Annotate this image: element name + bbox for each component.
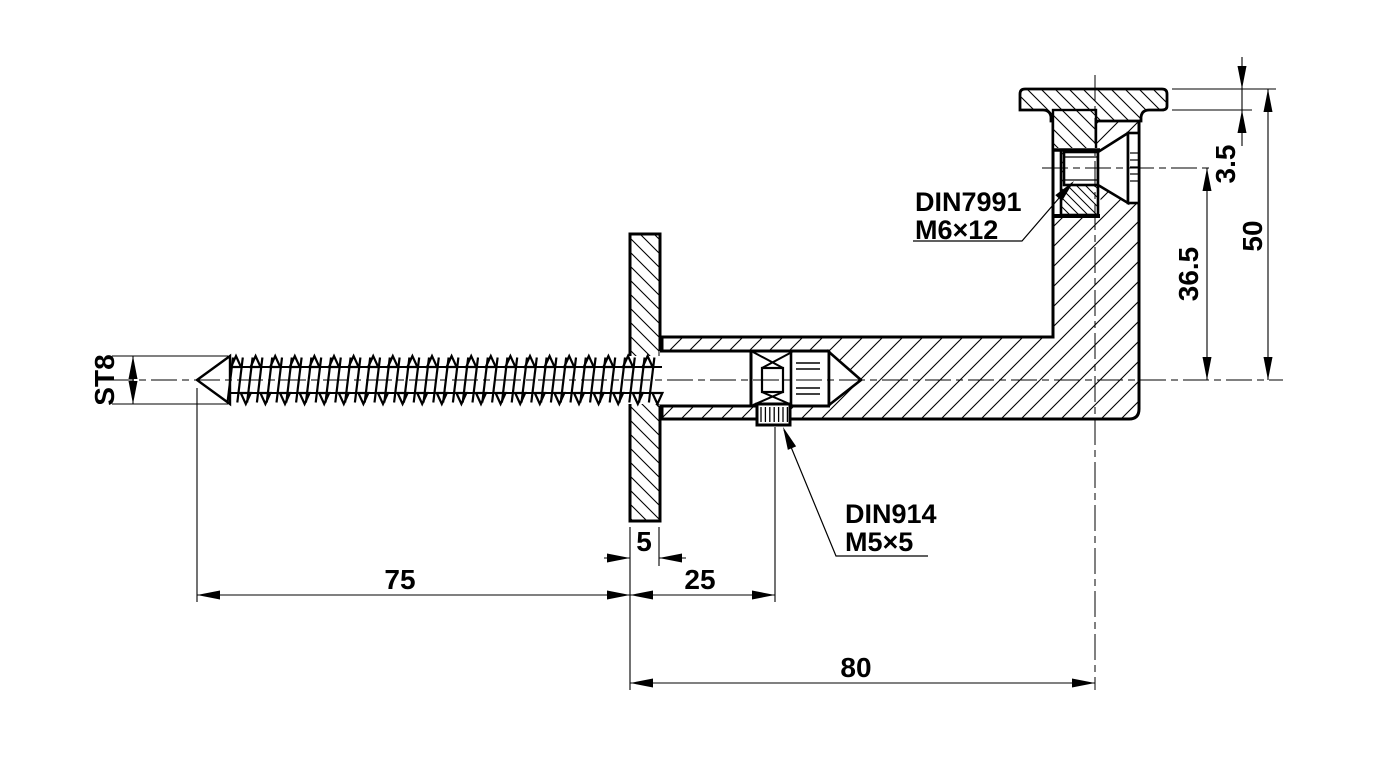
leader-din914: [783, 429, 928, 557]
dim-text-50: 50: [1237, 220, 1268, 251]
callout-din7991-line2: M6×12: [915, 215, 998, 245]
callout-din914-line1: DIN914: [845, 499, 937, 529]
callout-din914-line2: M5×5: [845, 527, 913, 557]
bore-drill-point: [827, 349, 864, 408]
wood-thread-profile: [226, 353, 665, 407]
leader-lines: [783, 182, 1073, 557]
dim-text-25: 25: [684, 564, 715, 595]
set-screw-thread-lines: [760, 407, 789, 422]
callout-din7991-line1: DIN7991: [915, 187, 1022, 217]
centerlines: [108, 75, 1283, 690]
dim-text-5: 5: [636, 526, 652, 557]
arm-bore-cavity: [659, 351, 830, 406]
hex-socket-lines: [1130, 152, 1139, 182]
extension-lines: [112, 88, 1276, 690]
leader-din7991: [913, 182, 1073, 242]
dim-text-36p5: 36.5: [1173, 247, 1204, 302]
cap-stem-section: [1051, 108, 1098, 152]
dim-text-75: 75: [384, 564, 415, 595]
dim-text-80: 80: [840, 652, 871, 683]
dim-text-3p5: 3.5: [1210, 145, 1241, 184]
dim-text-st8: ST8: [89, 354, 120, 405]
internal-thread-marks: [796, 362, 820, 395]
set-screw-section: [755, 402, 792, 427]
